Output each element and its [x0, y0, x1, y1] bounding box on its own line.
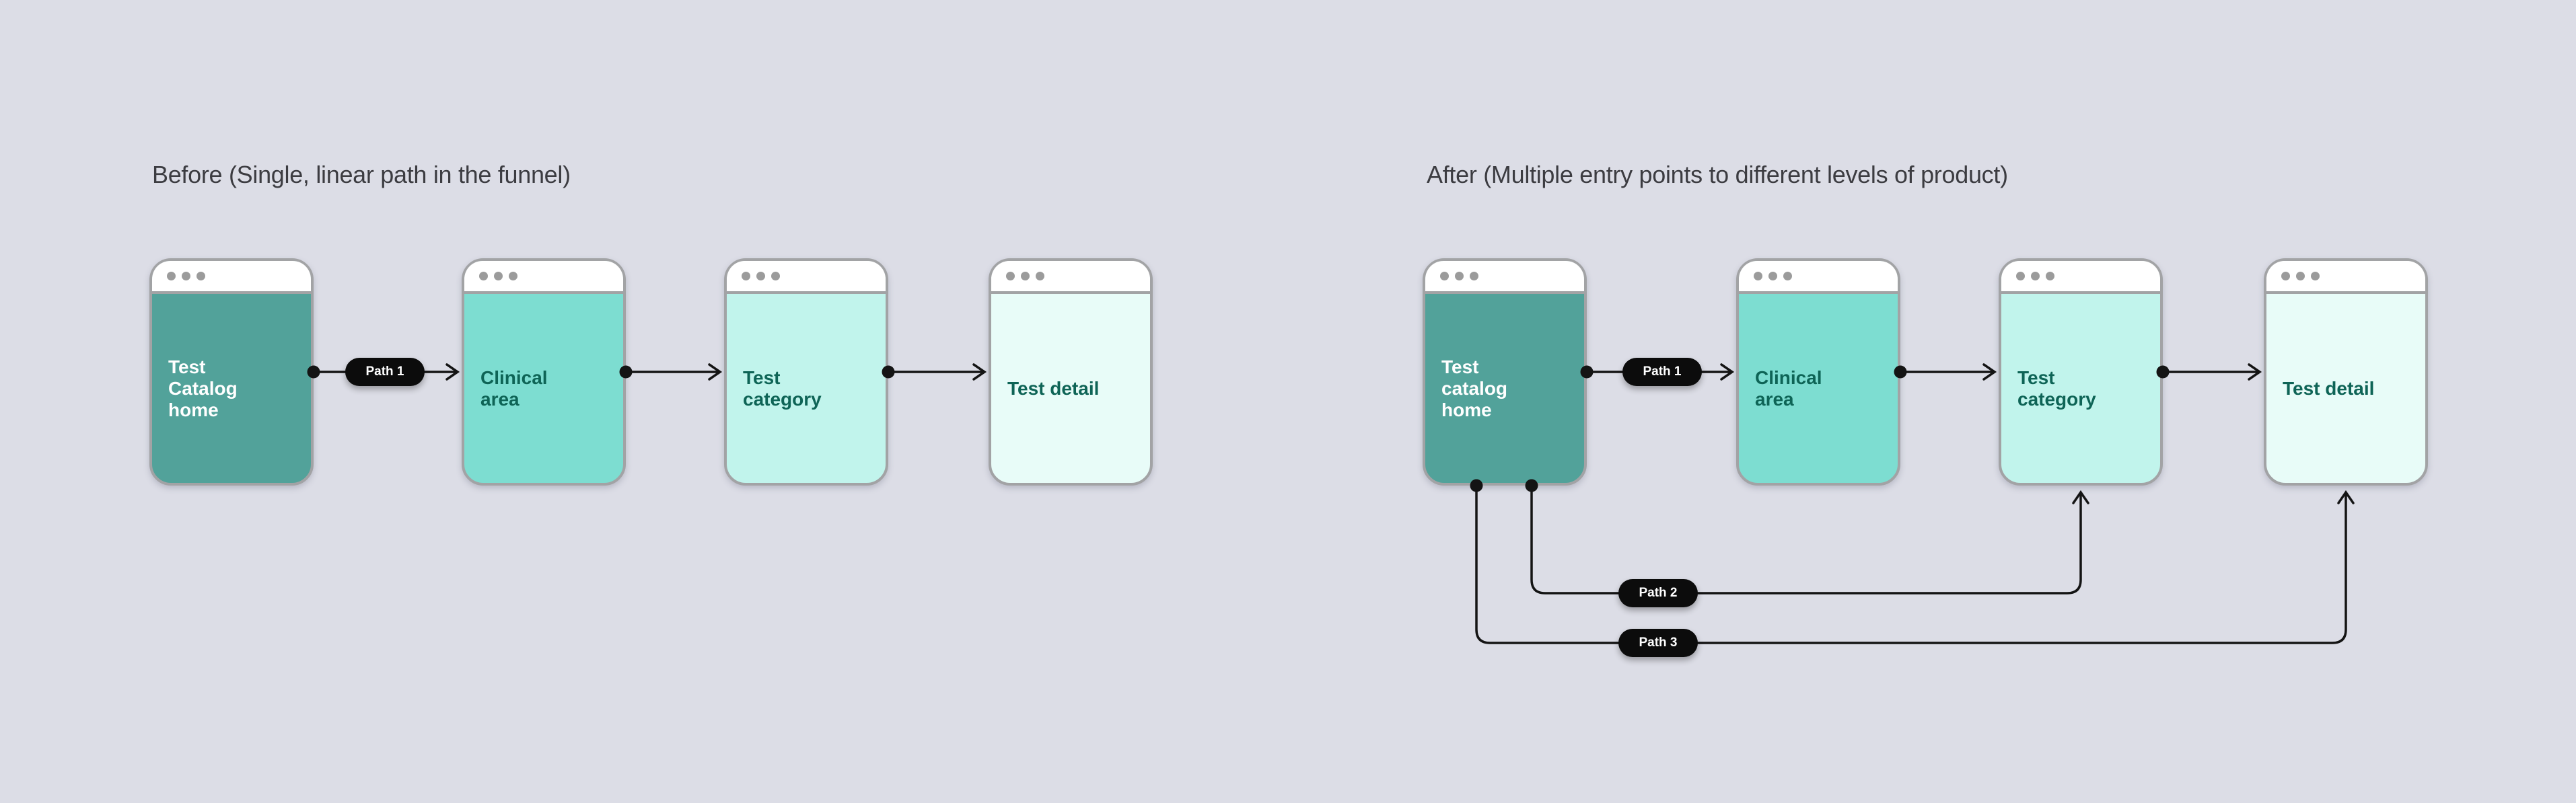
browser-chrome — [2266, 261, 2425, 294]
window-dot-icon — [1455, 272, 1464, 280]
after-path3-pill: Path 3 — [1618, 629, 1698, 657]
browser-chrome — [727, 261, 886, 294]
window-dot-icon — [479, 272, 488, 280]
card-body: Test category — [2001, 294, 2160, 483]
card-body: Test Catalog home — [152, 294, 311, 483]
browser-chrome — [1739, 261, 1898, 294]
after-path1-pill: Path 1 — [1622, 358, 1702, 386]
window-dot-icon — [1006, 272, 1015, 280]
card-label: Test category — [2017, 367, 2096, 410]
browser-chrome — [2001, 261, 2160, 294]
after-section-title: After (Multiple entry points to differen… — [1427, 161, 2008, 188]
window-dot-icon — [1470, 272, 1478, 280]
browser-card-after-clinical-area: Clinical area — [1736, 258, 1900, 486]
browser-chrome — [991, 261, 1150, 294]
window-dot-icon — [1440, 272, 1449, 280]
window-dot-icon — [2296, 272, 2305, 280]
window-dot-icon — [771, 272, 780, 280]
browser-card-after-test-category: Test category — [1999, 258, 2163, 486]
browser-card-before-test-detail: Test detail — [989, 258, 1153, 486]
card-body: Test detail — [991, 294, 1150, 483]
browser-card-before-clinical-area: Clinical area — [462, 258, 626, 486]
card-label: Test Catalog home — [168, 356, 238, 420]
window-dot-icon — [1768, 272, 1777, 280]
window-dot-icon — [2046, 272, 2054, 280]
window-dot-icon — [2031, 272, 2040, 280]
card-body: Test catalog home — [1425, 294, 1584, 483]
after-path2-connector — [1530, 487, 2089, 595]
window-dot-icon — [1783, 272, 1792, 280]
browser-chrome — [1425, 261, 1584, 294]
after-path3-connector — [1475, 487, 2355, 644]
window-dot-icon — [2016, 272, 2025, 280]
path1-pill: Path 1 — [345, 358, 425, 386]
window-dot-icon — [167, 272, 176, 280]
window-dot-icon — [1021, 272, 1030, 280]
card-label: Test category — [743, 367, 822, 410]
browser-card-after-catalog-home: Test catalog home — [1423, 258, 1587, 486]
card-label: Clinical area — [1755, 367, 1822, 410]
window-dot-icon — [2281, 272, 2290, 280]
card-body: Clinical area — [1739, 294, 1898, 483]
before-section-title: Before (Single, linear path in the funne… — [152, 161, 571, 188]
window-dot-icon — [742, 272, 750, 280]
card-body: Test category — [727, 294, 886, 483]
window-dot-icon — [2311, 272, 2320, 280]
card-body: Clinical area — [464, 294, 623, 483]
card-label: Test catalog home — [1441, 356, 1508, 420]
window-dot-icon — [509, 272, 517, 280]
browser-card-after-test-detail: Test detail — [2264, 258, 2428, 486]
browser-card-before-test-category: Test category — [724, 258, 888, 486]
window-dot-icon — [756, 272, 765, 280]
window-dot-icon — [1036, 272, 1044, 280]
browser-chrome — [152, 261, 311, 294]
browser-card-before-catalog-home: Test Catalog home — [149, 258, 314, 486]
card-label: Test detail — [1007, 377, 1100, 399]
browser-chrome — [464, 261, 623, 294]
window-dot-icon — [196, 272, 205, 280]
window-dot-icon — [1754, 272, 1762, 280]
card-body: Test detail — [2266, 294, 2425, 483]
card-label: Test detail — [2283, 377, 2375, 399]
window-dot-icon — [182, 272, 190, 280]
card-label: Clinical area — [480, 367, 548, 410]
after-path2-pill: Path 2 — [1618, 579, 1698, 607]
window-dot-icon — [494, 272, 503, 280]
